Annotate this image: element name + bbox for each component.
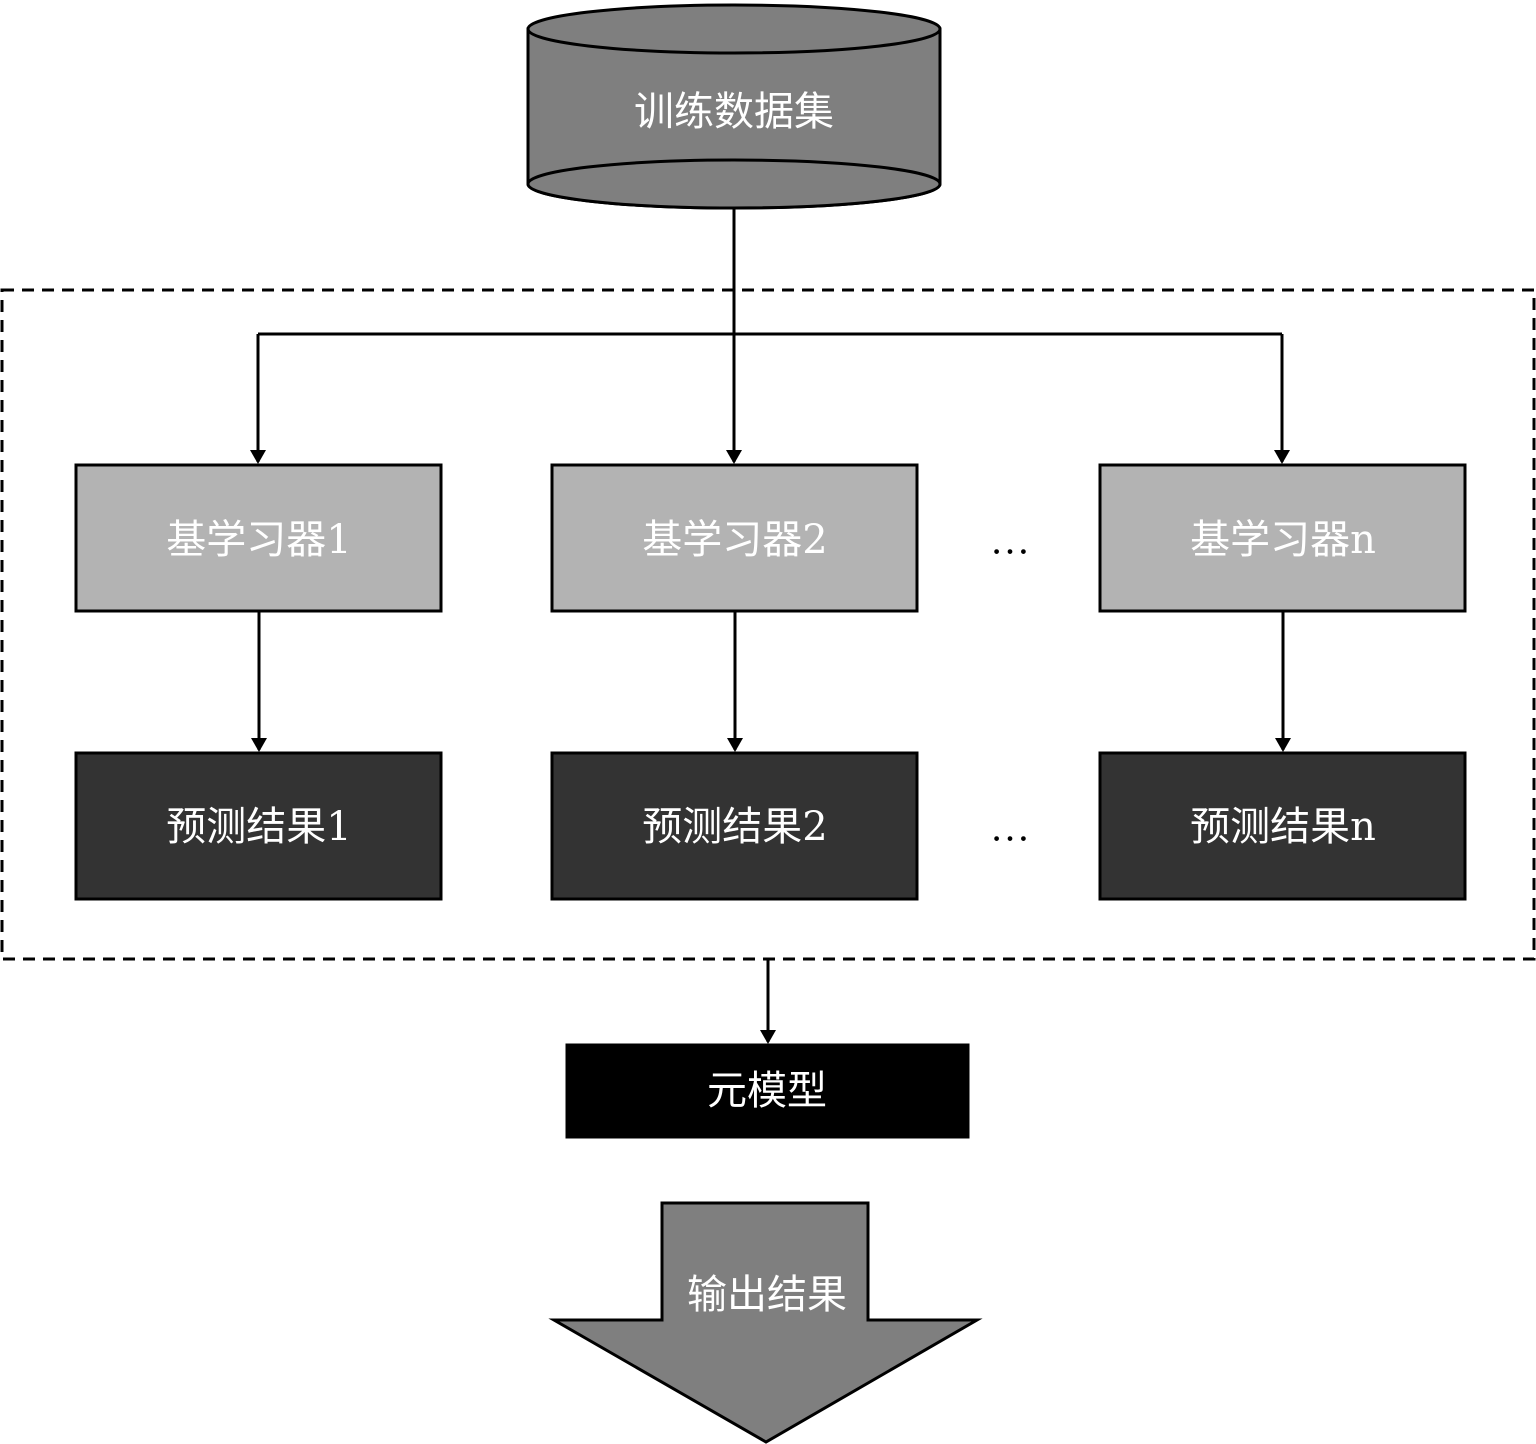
base-learner-n: 基学习器n [1098,463,1467,613]
dataset-cylinder-top [526,3,942,55]
prediction-2: 预测结果2 [550,751,919,901]
training-dataset-node: 训练数据集 [526,3,942,210]
learners-ellipsis: … [990,518,1030,563]
dataset-cylinder-bottom-rim [526,158,942,210]
output-arrow-shape [548,1201,983,1444]
dataset-label: 训练数据集 [634,89,834,135]
base-learner-2-label: 基学习器2 [642,517,827,563]
prediction-1: 预测结果1 [74,751,443,901]
base-learner-n-label: 基学习器n [1190,517,1376,563]
meta-model-label: 元模型 [707,1068,827,1114]
predictions-ellipsis: … [990,805,1030,850]
output-arrow-node: 输出结果 [548,1201,983,1444]
base-learner-2: 基学习器2 [550,463,919,613]
meta-model-node: 元模型 [565,1043,970,1139]
prediction-n: 预测结果n [1098,751,1467,901]
output-label: 输出结果 [687,1272,847,1318]
prediction-1-label: 预测结果1 [166,804,351,850]
base-learner-1: 基学习器1 [74,463,443,613]
learner-to-prediction-arrows [251,611,1291,752]
base-learner-1-label: 基学习器1 [166,517,351,563]
prediction-2-label: 预测结果2 [642,804,827,850]
dataset-to-learners-connectors [250,208,1290,464]
prediction-n-label: 预测结果n [1190,804,1376,850]
